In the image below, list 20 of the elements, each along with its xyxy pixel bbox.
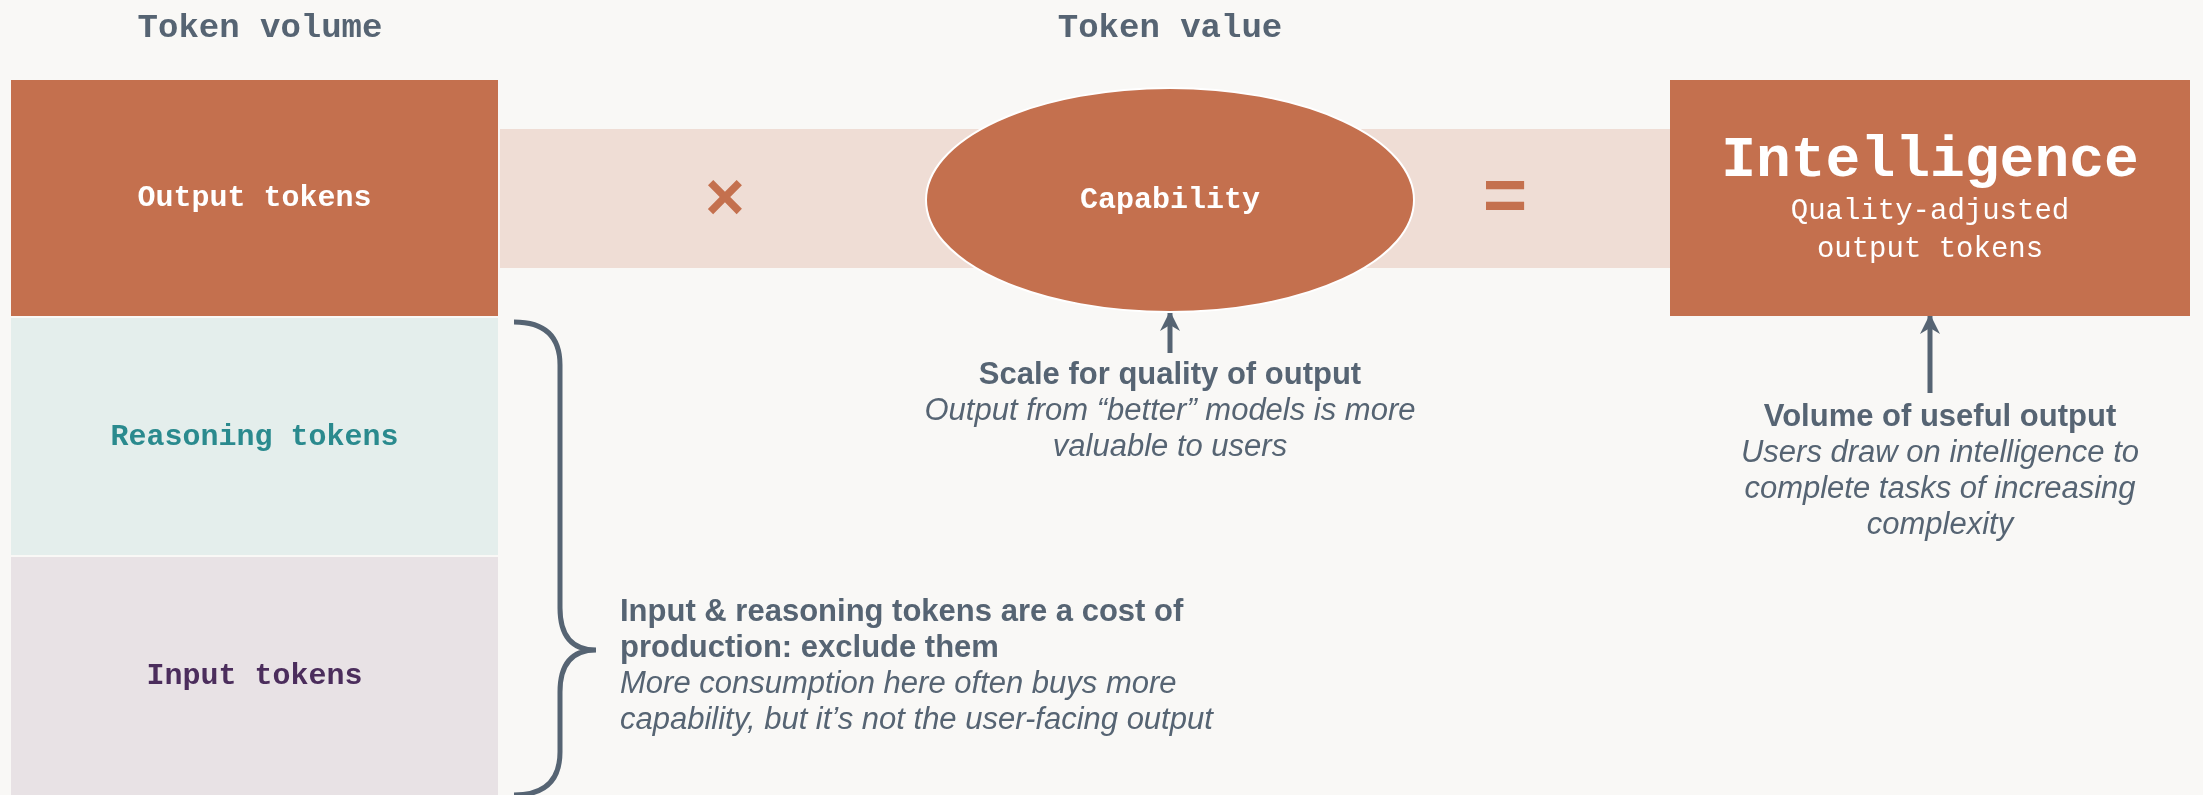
output-box (11, 80, 498, 316)
note-heading: Input & reasoning tokens are a cost of production: exclude them (620, 593, 1185, 665)
node-label: Capability (1080, 183, 1260, 217)
arrow (1920, 314, 1940, 393)
intelligence-box (1670, 80, 2190, 316)
note-heading: Volume of useful output (1762, 398, 2118, 434)
column-heading: Token value (1056, 10, 1284, 48)
node-label: Output tokens (137, 181, 372, 215)
note-text: More consumption here often buys more capability, but it’s not the user-facing output (620, 665, 1215, 737)
multiply-sign: × (703, 165, 747, 240)
note-heading: Scale for quality of output (977, 356, 1363, 392)
note-text: Users draw on intelligence to complete tasks of increasing complexity (1739, 434, 2140, 542)
column-heading: Token volume (136, 10, 384, 48)
title-text: Intelligence (1721, 127, 2139, 193)
subtitle-text: Quality-adjusted output tokens (1789, 193, 2071, 268)
note-text: Output from “better” models is more valuable to users (923, 392, 1417, 464)
node-label: Reasoning tokens (110, 419, 399, 454)
equals-sign: = (1481, 160, 1529, 244)
node-label: Input tokens (146, 659, 363, 693)
arrow (1160, 311, 1180, 353)
